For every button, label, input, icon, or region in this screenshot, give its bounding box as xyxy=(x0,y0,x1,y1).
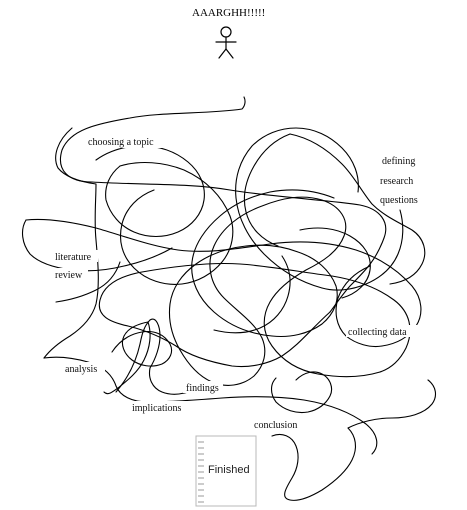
finished-label: Finished xyxy=(208,464,250,476)
label-choosing-topic: choosing a topic xyxy=(88,137,154,148)
stick-figure-icon xyxy=(215,26,237,59)
scribble-path xyxy=(21,96,437,501)
diagram-title: AAARGHH!!!!! xyxy=(192,7,265,19)
label-implications: implications xyxy=(132,403,182,414)
label-review: review xyxy=(55,270,83,281)
spiral-binding xyxy=(198,441,204,503)
label-research: research xyxy=(380,176,413,187)
label-analysis: analysis xyxy=(65,364,97,375)
label-questions: questions xyxy=(380,195,418,206)
label-conclusion: conclusion xyxy=(254,420,297,431)
label-defining: defining xyxy=(382,156,415,167)
finished-note: Finished xyxy=(195,435,257,507)
label-literature: literature xyxy=(55,252,92,263)
label-findings: findings xyxy=(186,383,219,394)
stage-labels: choosing a topic defining research quest… xyxy=(52,135,424,431)
label-collecting-data: collecting data xyxy=(348,327,407,338)
